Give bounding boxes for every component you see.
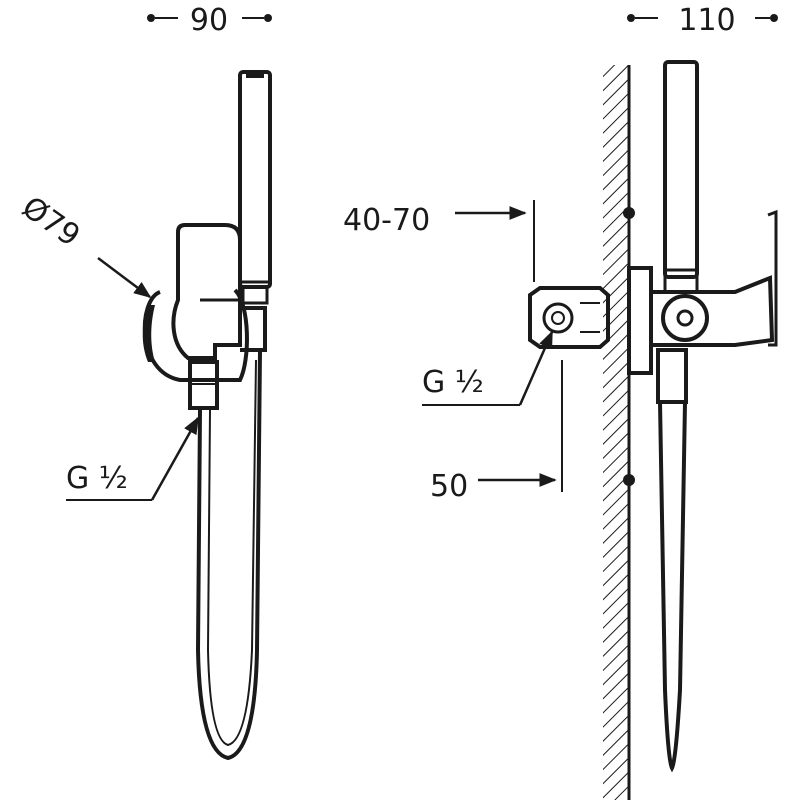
side-thread-leader: G ½ <box>422 330 554 406</box>
front-width-dimension: 90 <box>147 3 272 38</box>
front-thread-connector <box>188 360 219 410</box>
side-mixer-body <box>649 209 778 347</box>
front-view: 90 Ø79 <box>15 3 272 761</box>
in-wall-body <box>528 286 610 349</box>
front-width-label: 90 <box>190 3 228 38</box>
side-width-dimension: 110 <box>627 3 778 38</box>
front-hose <box>195 348 263 761</box>
depth-range-label: 40-70 <box>343 203 430 238</box>
front-thread-label: G ½ <box>66 461 128 496</box>
front-thread-leader: G ½ <box>66 416 200 501</box>
side-width-label: 110 <box>678 3 735 38</box>
diameter-label: Ø79 <box>15 190 86 254</box>
side-rosette-plate <box>627 266 653 375</box>
side-thread-label: G ½ <box>422 365 484 400</box>
side-view: 110 <box>343 3 778 800</box>
offset-dimension: 50 <box>430 360 563 504</box>
wall-rosette <box>142 288 249 382</box>
mixer-body <box>171 223 267 360</box>
side-hand-shower <box>663 60 699 294</box>
wall-section <box>603 65 635 800</box>
side-hose <box>656 348 688 773</box>
diameter-leader <box>97 257 152 299</box>
front-hand-shower <box>238 70 272 305</box>
depth-range-dimension: 40-70 <box>343 200 535 282</box>
offset-label: 50 <box>430 469 468 504</box>
